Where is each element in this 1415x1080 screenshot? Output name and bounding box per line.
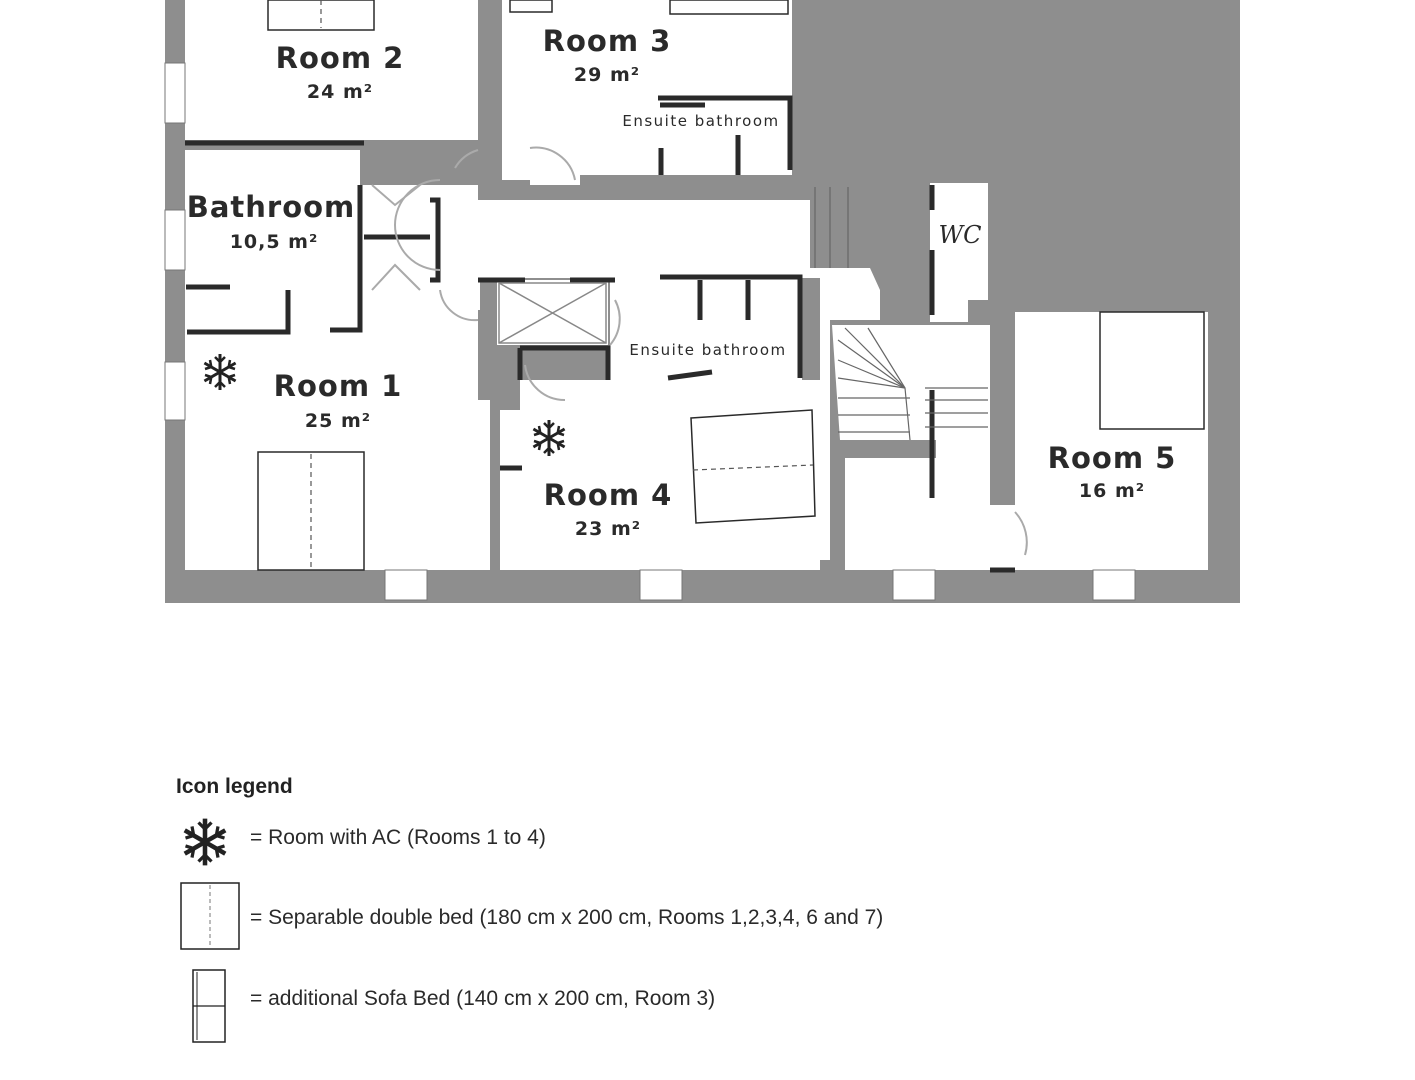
ensuite-label: Ensuite bathroom [629,341,786,359]
ensuite-label: Ensuite bathroom [622,112,779,130]
room-name: Room 5 [1048,441,1177,475]
legend-title: Icon legend [176,775,293,798]
stairs [814,187,988,441]
hallway-floor [360,185,880,560]
room-name: Room 2 [276,41,405,75]
room-area: 23 m² [575,518,641,540]
window [892,569,936,601]
floor-plan: Room 2 24 m² Room 3 29 m² Bathroom 10,5 … [164,0,1240,603]
bed-room5 [1099,311,1205,430]
legend-item-sofa-bed: = additional Sofa Bed (140 cm x 200 cm, … [176,968,1076,1048]
room2-floor [185,0,478,140]
stair-floor [832,325,1015,570]
legend-text-double-bed: = Separable double bed (180 cm x 200 cm,… [250,906,884,929]
room3-ensuite-floor [655,96,790,172]
legend-text-sofa-bed: = additional Sofa Bed (140 cm x 200 cm, … [250,987,716,1010]
icon-legend: Icon legend = Room with AC (Rooms 1 to 4… [176,775,1076,1065]
bed-room3 [669,0,789,15]
window [384,569,428,601]
room-area: 10,5 m² [230,231,319,253]
wc-label: WC [938,221,981,249]
ensuite4-floor [610,278,802,380]
room-name: Bathroom [187,190,356,224]
legend-item-ac: = Room with AC (Rooms 1 to 4) [176,815,1076,895]
room-area: 29 m² [574,64,640,86]
window [639,569,683,601]
window [1092,569,1136,601]
wc-floor [930,183,988,322]
sofa-bed-icon [192,969,226,1043]
window [164,209,186,271]
window [164,361,186,421]
double-bed-icon [180,882,240,950]
legend-item-double-bed: = Separable double bed (180 cm x 200 cm,… [176,880,1076,960]
room-name: Room 1 [274,369,403,403]
legend-text-ac: = Room with AC (Rooms 1 to 4) [250,826,546,849]
window [164,62,186,124]
room-area: 16 m² [1079,480,1145,502]
bed-room3-side [509,0,553,13]
bed-room4 [690,409,816,524]
room-name: Room 3 [543,24,672,58]
snowflake-icon [183,818,227,866]
room-name: Room 4 [544,478,673,512]
room-area: 24 m² [307,81,373,103]
room-area: 25 m² [305,410,371,432]
